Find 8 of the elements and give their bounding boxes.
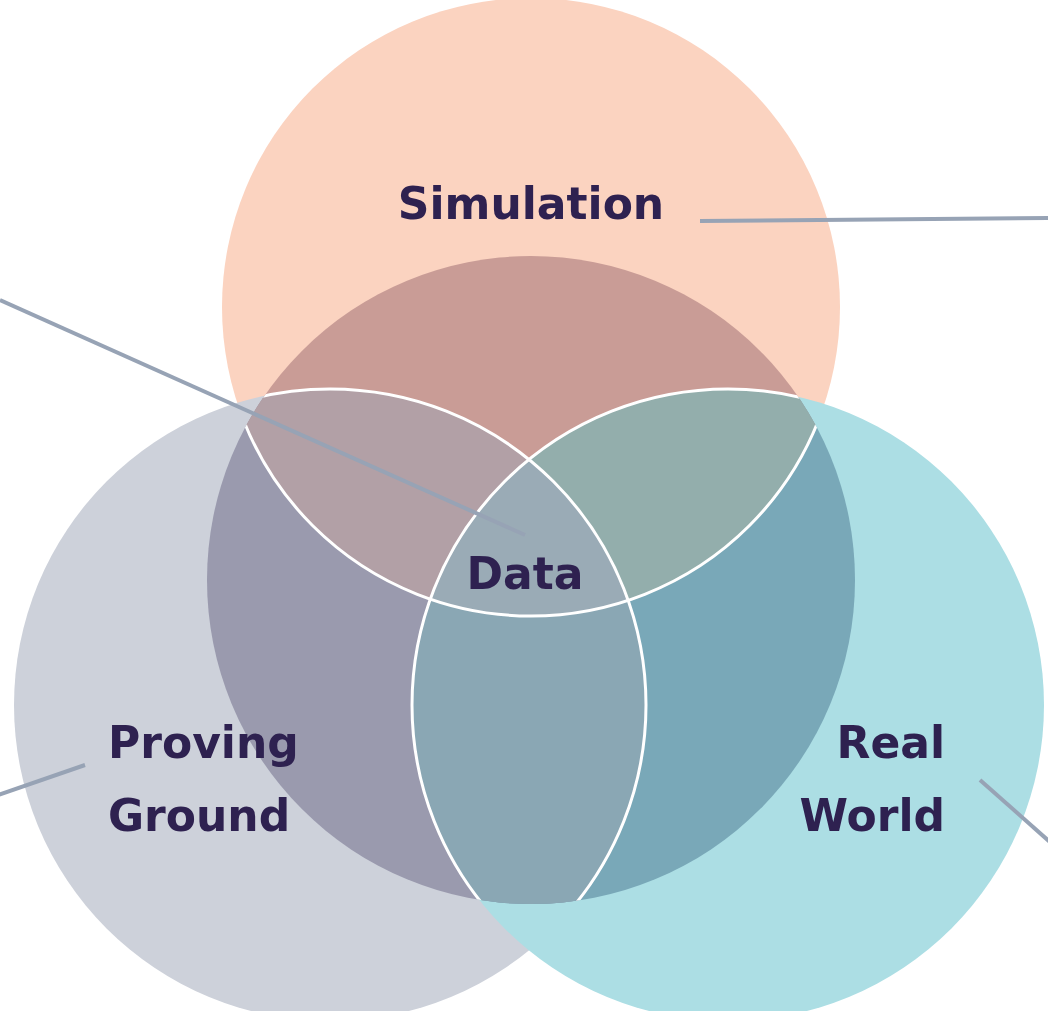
circle-label: Simulation [286, 167, 776, 240]
center-label: Data [455, 537, 595, 610]
leader-line [700, 216, 1048, 223]
circle-label: Real World [745, 706, 945, 852]
leader-line [0, 763, 86, 797]
leader-line [0, 298, 526, 537]
circle-label: Proving Ground [108, 706, 338, 852]
leader-line [978, 778, 1048, 844]
